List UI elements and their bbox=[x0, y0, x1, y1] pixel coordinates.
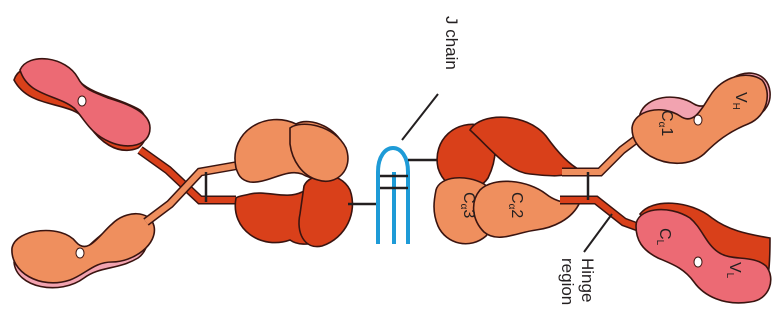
left-lower-hinge-gap bbox=[76, 248, 84, 258]
left-lower-light-chain-lobe bbox=[12, 214, 155, 283]
right-fc-ca2-lobe bbox=[474, 181, 580, 237]
left-monomer bbox=[12, 59, 376, 288]
j-chain-leader-line bbox=[402, 94, 438, 140]
left-fc-right-dark-lobe bbox=[299, 175, 352, 246]
right-upper-hinge-gap bbox=[694, 115, 702, 125]
left-upper-hinge-gap bbox=[78, 96, 86, 106]
left-upper-strand-dark-fill bbox=[140, 150, 236, 200]
hinge-region-label: Hinge region bbox=[558, 258, 597, 305]
hinge-label-line1: Hinge bbox=[578, 258, 597, 302]
hinge-label-line2: region bbox=[558, 258, 577, 305]
j-chain-label: J chain bbox=[442, 16, 461, 70]
hinge-leader-line bbox=[584, 214, 612, 252]
right-lower-hinge-gap bbox=[694, 257, 702, 267]
